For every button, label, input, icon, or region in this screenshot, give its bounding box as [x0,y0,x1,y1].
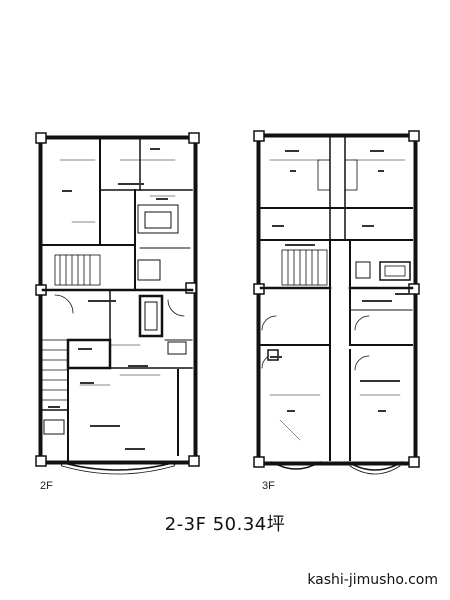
website-url: kashi-jimusho.com [307,572,438,588]
floor-area-title: 2-3F 50.34坪 [164,514,286,535]
floor-plan-3f [253,130,420,475]
floor-plans [35,130,420,475]
floor-plan-2f [35,132,200,475]
floor-label-3f: 3F [262,480,275,492]
floor-label-2f: 2F [40,480,53,492]
